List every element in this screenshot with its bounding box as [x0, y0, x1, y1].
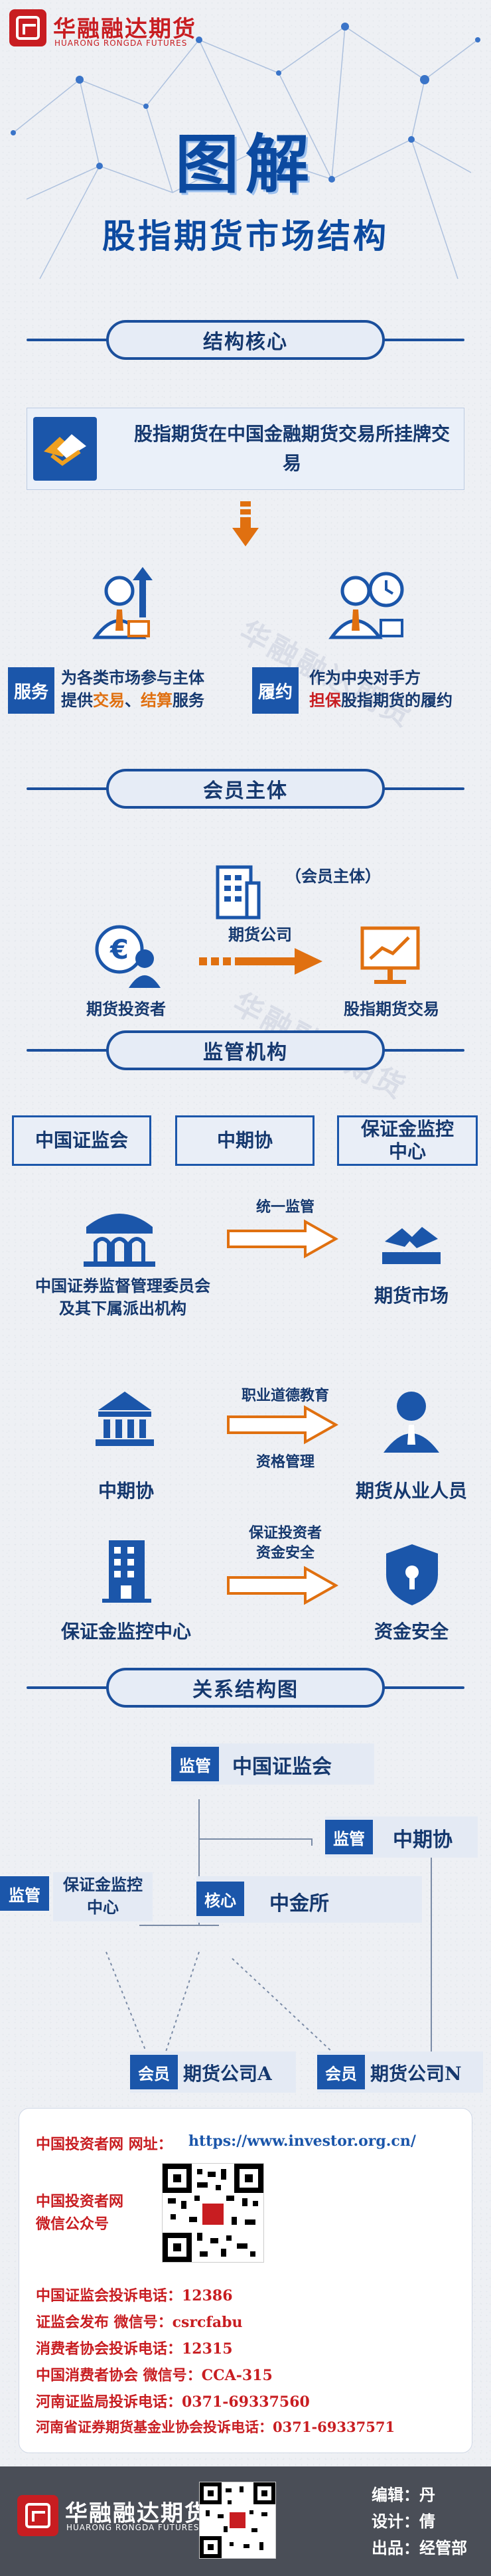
network-decoration: [11, 23, 480, 280]
brand-name-en: HUARONG RONGDA FUTURES: [54, 39, 188, 48]
service-badge: 服务: [8, 667, 54, 714]
info-line-2: 证监会发布 微信号：csrcfabu: [36, 2314, 243, 2331]
arrow-right-icon: [227, 1566, 338, 1605]
investor-site-link[interactable]: https://www.investor.org.cn/: [188, 2133, 416, 2150]
shield-icon: [386, 1544, 438, 1605]
section-title-core: 结构核心: [106, 320, 385, 360]
wechat-label-2: 微信公众号: [36, 2215, 109, 2233]
footer-publisher: 出品：经管部: [372, 2538, 467, 2557]
node-cfmmc: 保证金监控中心: [63, 1875, 143, 1917]
section-title-regulators: 监管机构: [106, 1030, 385, 1070]
member-badge: 会员: [317, 2055, 365, 2089]
trading-board-icon: [360, 926, 420, 984]
node-bg: [53, 1872, 153, 1921]
footer-brand-name-en: HUARONG RONGDA FUTURES: [66, 2523, 200, 2532]
supervise-badge: 监管: [0, 1876, 49, 1911]
member-badge: 会员: [130, 2055, 178, 2089]
footer-designer: 设计：倩: [372, 2512, 435, 2531]
investor-label: 期货投资者: [86, 999, 166, 1018]
tower-building-icon: [102, 1540, 151, 1603]
supervise-badge: 监管: [171, 1747, 219, 1781]
section-title-members: 会员主体: [106, 769, 385, 809]
tag-cfa: 中期协: [175, 1115, 315, 1166]
row2-left: 中期协: [98, 1480, 154, 1502]
footer-editor: 编辑：丹: [372, 2485, 435, 2504]
perform-badge: 履约: [252, 667, 299, 714]
node-broker-n: 期货公司N: [370, 2063, 462, 2085]
row3-left: 保证金监控中心: [60, 1621, 191, 1643]
row2-right: 期货从业人员: [355, 1480, 467, 1502]
row1-action: 统一监管: [255, 1198, 315, 1216]
row1-right: 期货市场: [374, 1285, 449, 1307]
relation-connectors: [105, 1799, 432, 2052]
arrow-right-icon: [227, 1405, 338, 1445]
core-headline: 股指期货在中国金融期货交易所挂牌交易: [133, 423, 450, 474]
building-icon: [216, 865, 261, 920]
core-badge: 核心: [196, 1882, 244, 1916]
node-cffex: 中金所: [269, 1892, 329, 1915]
government-building-icon: [84, 1214, 155, 1267]
businessman-chart-icon: [92, 567, 153, 639]
arrow-down-icon: [232, 501, 259, 546]
investor-site-label: 中国投资者网 网址：: [36, 2136, 173, 2153]
row3-action: 保证投资者 资金安全: [248, 1524, 322, 1562]
info-line-5: 河南证监局投诉电话：0371-69337560: [36, 2393, 310, 2411]
tag-csrc: 中国证监会: [12, 1115, 151, 1166]
info-line-3: 消费者协会投诉电话：12315: [36, 2340, 233, 2358]
handshake-icon: [33, 417, 97, 481]
footer-qr-code-icon: [199, 2482, 276, 2559]
section-title-relations: 关系结构图: [106, 1668, 385, 1708]
footer-logo: [17, 2495, 58, 2536]
row2-action-2: 资格管理: [255, 1453, 315, 1471]
qr-code-icon: [162, 2163, 264, 2263]
perform-desc: 作为中央对手方 担保股指期货的履约: [309, 668, 453, 710]
bank-icon: [96, 1392, 154, 1446]
node-broker-a: 期货公司A: [183, 2063, 272, 2085]
wechat-label-1: 中国投资者网: [36, 2193, 124, 2210]
businessman-clock-icon: [328, 572, 404, 639]
node-csrc: 中国证监会: [232, 1755, 332, 1779]
svg-text:€: €: [109, 935, 129, 965]
row1-left: 中国证券监督管理委员会 及其下属派出机构: [35, 1276, 210, 1318]
professional-person-icon: [384, 1392, 439, 1453]
hero-subtitle: 股指期货市场结构: [102, 216, 389, 256]
brand-logo: [9, 9, 46, 46]
row2-action-1: 职业道德教育: [241, 1387, 329, 1404]
service-desc: 为各类市场参与主体 提供交易、结算服务: [61, 668, 204, 710]
info-line-6: 河南省证券期货基金业协会投诉电话：0371-69337571: [36, 2419, 395, 2435]
investor-euro-icon: €: [95, 925, 161, 988]
footer-brand-name: 华融融达期货: [65, 2500, 208, 2527]
row3-right: 资金安全: [374, 1621, 449, 1643]
info-line-1: 中国证监会投诉电话：12386: [36, 2287, 233, 2304]
handshake-market-icon: [382, 1227, 441, 1264]
supervise-badge: 监管: [325, 1820, 373, 1854]
info-line-4: 中国消费者协会 微信号：CCA-315: [36, 2367, 273, 2384]
node-cfa: 中期协: [393, 1828, 453, 1852]
core-headline-box: [27, 408, 464, 490]
tag-cfmmc: 保证金监控中心: [337, 1115, 478, 1166]
hero-title: 图解: [175, 127, 316, 202]
member-label: （会员主体）: [285, 866, 381, 886]
arrow-right-icon: [227, 1219, 338, 1259]
brand-name: 华融融达期货: [53, 16, 196, 42]
broker-label: 期货公司: [228, 925, 292, 944]
trading-label: 股指期货交易: [344, 999, 439, 1018]
arrow-right-icon: [199, 948, 322, 975]
